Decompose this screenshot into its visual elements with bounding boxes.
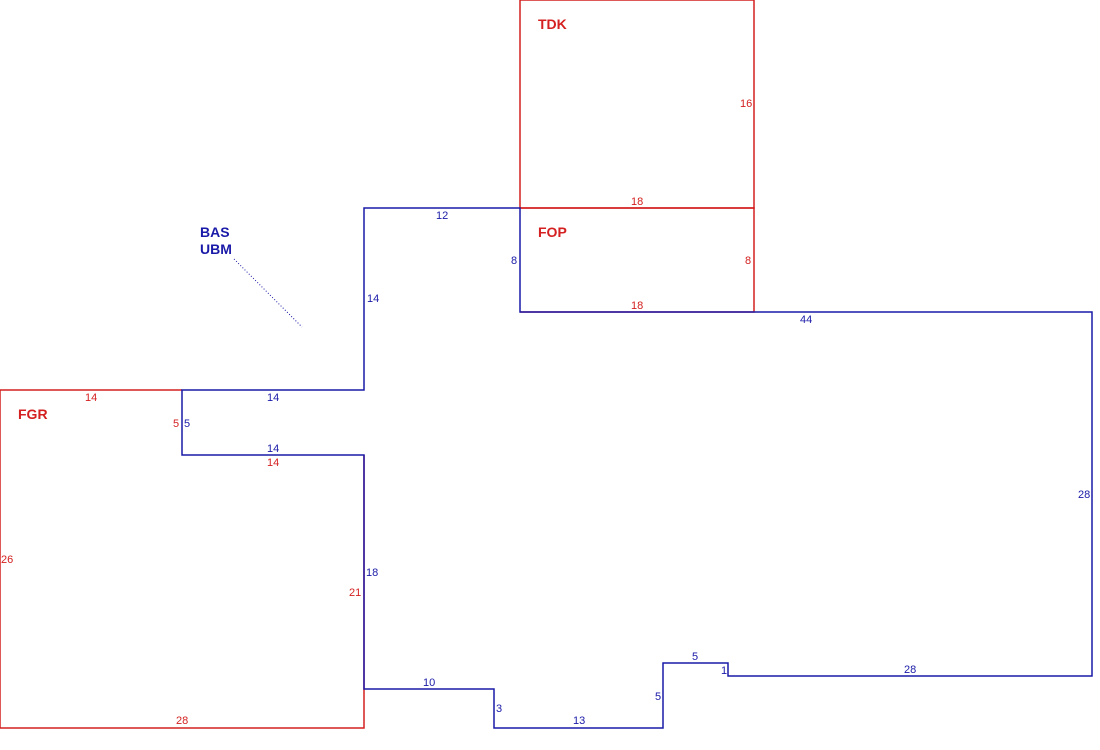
dim-bas-top-12: 12 xyxy=(436,210,448,222)
dim-fgr-inner-14: 14 xyxy=(267,457,279,469)
dim-bas-step-14-top: 14 xyxy=(267,392,279,404)
dim-bas-left-18: 18 xyxy=(366,567,378,579)
dim-bas-bottom-28: 28 xyxy=(904,664,916,676)
dim-bas-bottom-13: 13 xyxy=(573,715,585,727)
dim-bas-bottom-10: 10 xyxy=(423,677,435,689)
dim-bas-step-14-bottom: 14 xyxy=(267,443,279,455)
dim-bas-right-28: 28 xyxy=(1078,489,1090,501)
dim-bas-top-5: 5 xyxy=(692,651,698,663)
dim-bas-step-3: 3 xyxy=(496,703,502,715)
dim-bas-step-5b: 5 xyxy=(655,691,661,703)
dim-fop-bottom: 18 xyxy=(631,300,643,312)
area-label-bas: BAS xyxy=(200,224,230,240)
dim-fgr-left: 26 xyxy=(1,554,13,566)
dim-fgr-top: 14 xyxy=(85,392,97,404)
dim-fgr-bottom: 28 xyxy=(176,715,188,727)
area-label-tdk: TDK xyxy=(538,16,567,32)
dim-fgr-right-21: 21 xyxy=(349,587,361,599)
dim-bas-step-5: 5 xyxy=(184,418,190,430)
dim-fgr-right-5: 5 xyxy=(173,418,179,430)
dim-fop-right: 8 xyxy=(745,255,751,267)
dim-bas-top-44: 44 xyxy=(800,314,812,326)
dim-tdk-bottom: 18 xyxy=(631,196,643,208)
bas-outline xyxy=(181,207,1093,729)
area-label-fgr: FGR xyxy=(18,406,48,422)
dim-tdk-right: 16 xyxy=(740,98,752,110)
dim-fop-left: 8 xyxy=(511,255,517,267)
dim-bas-left-14: 14 xyxy=(367,293,379,305)
dim-bas-step-1: 1 xyxy=(721,665,727,677)
area-label-fop: FOP xyxy=(538,224,567,240)
bas-leader-line xyxy=(233,258,303,328)
area-label-ubm: UBM xyxy=(200,241,232,257)
